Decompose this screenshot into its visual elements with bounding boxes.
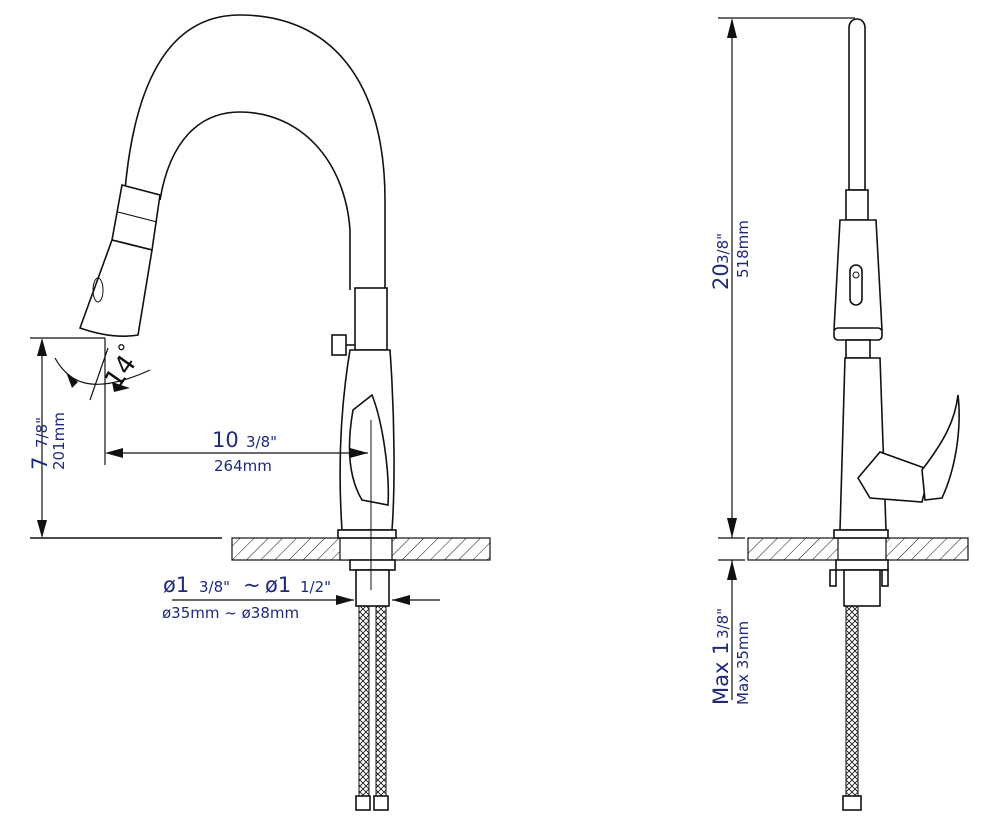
deck-thickness-inches: Max 1 <box>709 642 733 705</box>
mounting-shank <box>355 569 390 607</box>
spout-height-metric: 201mm <box>50 412 68 470</box>
spout-tube <box>848 18 866 191</box>
spout-outer-arc <box>124 14 386 288</box>
faucet-neck <box>354 287 388 351</box>
hole-diameter-min-inches: ø1 <box>163 573 189 597</box>
front-view-faucet <box>747 18 969 811</box>
faucet-handle <box>348 393 390 506</box>
supply-hose <box>375 605 387 797</box>
hole-diameter-separator: ~ <box>243 573 261 597</box>
faucet-handle <box>921 394 960 501</box>
spray-head <box>78 239 153 337</box>
side-view-faucet <box>30 14 491 811</box>
hole-diameter-metric: ø35mm ~ ø38mm <box>162 604 299 622</box>
spout-height-inches: 7 <box>28 457 52 470</box>
faucet-body <box>839 357 887 531</box>
total-height-metric: 518mm <box>734 220 752 278</box>
total-height-fraction: 3/8" <box>714 233 732 264</box>
spout-height-fraction: 7/8" <box>33 417 51 448</box>
hole-diameter-max-fraction: 1/2" <box>300 578 331 596</box>
hole-diameter-max-inches: ø1 <box>265 573 291 597</box>
deck-thickness-fraction: 3/8" <box>714 608 732 639</box>
spout-reach-fraction: 3/8" <box>246 433 277 451</box>
spout-inner-arc <box>159 111 351 290</box>
mounting-shank <box>843 569 881 607</box>
spout-reach-inches: 10 <box>212 428 239 452</box>
total-height-inches: 20 <box>709 263 733 290</box>
hole-diameter-min-fraction: 3/8" <box>199 578 230 596</box>
deck-thickness-metric: Max 35mm <box>734 621 752 705</box>
supply-hose <box>845 605 859 797</box>
spray-head-collar <box>111 184 161 251</box>
front-view-dimensions: 20 3/8" 518mm Max 1 3/8" Max 35mm <box>709 17 855 705</box>
supply-hose <box>358 605 370 797</box>
spout-reach-metric: 264mm <box>214 457 272 475</box>
